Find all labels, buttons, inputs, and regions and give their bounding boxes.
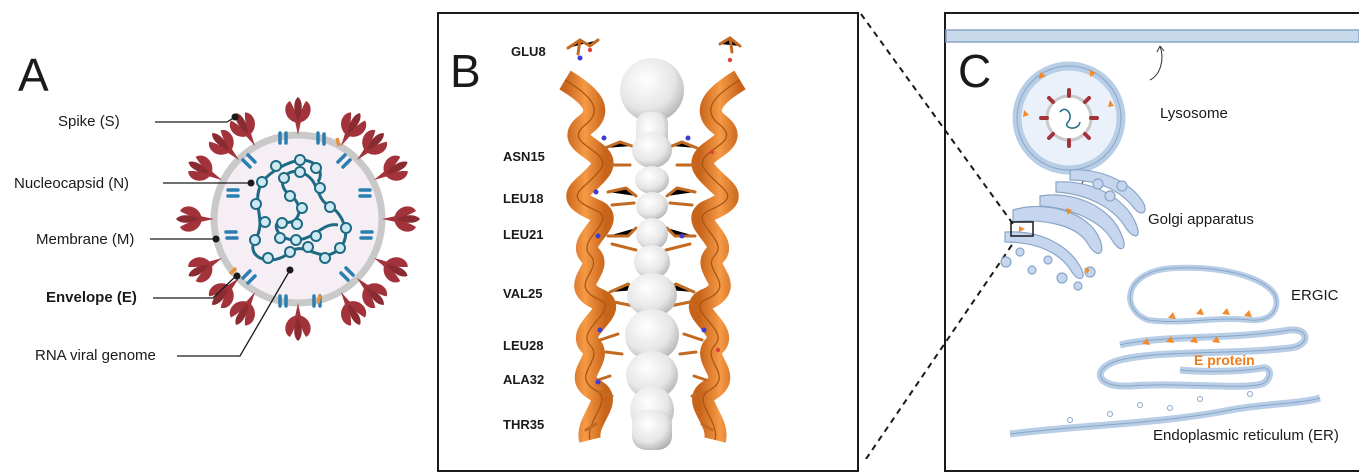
residue-label-thr35: THR35: [503, 418, 544, 431]
label-envelope: Envelope (E): [46, 290, 137, 305]
residue-label-val25: VAL25: [503, 287, 543, 300]
residue-label-leu28: LEU28: [503, 339, 543, 352]
helix-right: [700, 80, 740, 440]
residue-label-ala32: ALA32: [503, 373, 544, 386]
figure-canvas: [0, 0, 1359, 459]
lysosome: [1017, 66, 1121, 170]
residue-label-leu21: LEU21: [503, 228, 543, 241]
plasma-membrane: [946, 30, 1359, 42]
exocytosis-arrow: [1150, 46, 1162, 80]
residue-label-glu8: GLU8: [511, 45, 546, 58]
residue-label-leu18: LEU18: [503, 192, 543, 205]
label-membrane: Membrane (M): [36, 232, 134, 247]
residue-label-asn15: ASN15: [503, 150, 545, 163]
helix-left: [565, 80, 605, 440]
endoplasmic-reticulum: [1010, 330, 1320, 434]
virion: [176, 97, 420, 341]
label-spike: Spike (S): [58, 114, 120, 129]
label-er: Endoplasmic reticulum (ER): [1153, 428, 1339, 443]
label-rna-genome: RNA viral genome: [35, 348, 156, 363]
ergic: [1130, 268, 1276, 322]
label-golgi: Golgi apparatus: [1148, 212, 1254, 227]
zoom-lines: [861, 14, 1018, 459]
label-ergic: ERGIC: [1291, 288, 1339, 303]
label-nucleocapsid: Nucleocapsid (N): [14, 176, 129, 191]
pore-surface: [620, 58, 684, 450]
label-e-protein: E protein: [1194, 352, 1255, 368]
label-lysosome: Lysosome: [1160, 106, 1228, 121]
